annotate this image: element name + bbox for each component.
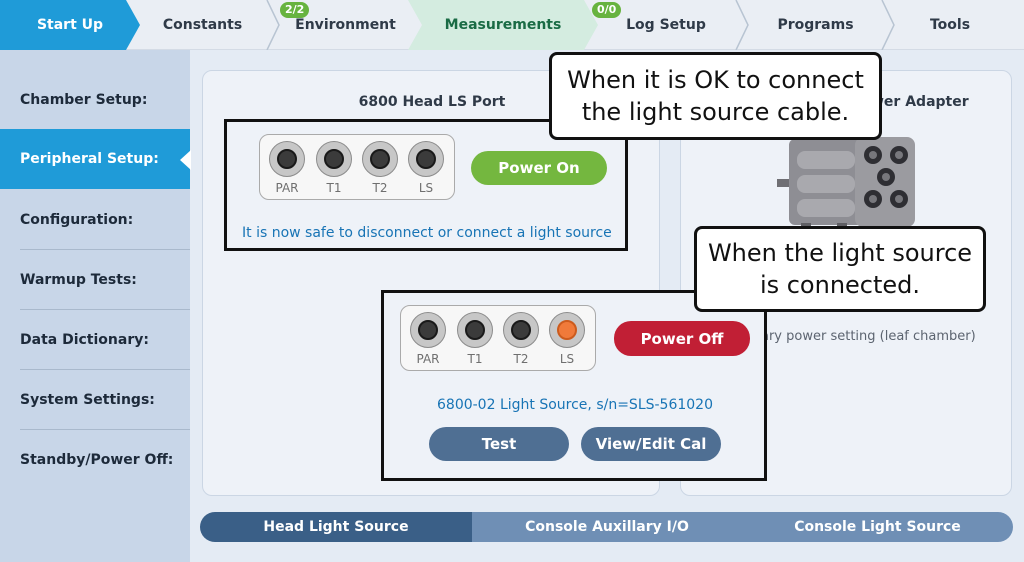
power-adapter-image: [777, 133, 917, 237]
panel-title: 6800 Head LS Port: [358, 94, 506, 110]
par-port-icon: [269, 141, 305, 177]
tab-label: Environment: [295, 17, 396, 33]
tab-head-light-source[interactable]: Head Light Source: [200, 512, 472, 542]
tab-label: Programs: [777, 17, 854, 33]
view-edit-cal-button[interactable]: View/Edit Cal: [581, 427, 721, 461]
tab-environment[interactable]: Environment: [278, 0, 413, 50]
port-label: T2: [372, 181, 388, 195]
log-setup-count-badge: 0/0: [592, 2, 622, 18]
t2-port-icon: [503, 312, 539, 348]
tab-start-up[interactable]: Start Up: [0, 0, 140, 50]
port-label: T1: [467, 352, 483, 366]
light-source-device-link[interactable]: 6800-02 Light Source, s/n=SLS-561020: [437, 397, 714, 413]
port-label: PAR: [416, 352, 440, 366]
sidebar-item-label: Configuration:: [20, 212, 134, 228]
tab-label: Constants: [162, 17, 243, 33]
power-off-group: PAR T1 T2 LS Power Off 6800-02 Light Sou…: [381, 290, 767, 481]
tab-label: Measurements: [444, 17, 562, 33]
port-label: LS: [418, 181, 434, 195]
chevron-divider-icon: [880, 0, 896, 50]
sidebar-item-chamber-setup[interactable]: Chamber Setup:: [0, 70, 190, 130]
tab-console-light-source[interactable]: Console Light Source: [742, 512, 1013, 542]
sidebar-item-label: Chamber Setup:: [20, 92, 148, 108]
panel-title: wer Adapter: [871, 94, 969, 110]
callout-ok-to-connect: When it is OK to connect the light sourc…: [549, 52, 882, 140]
tab-label: Start Up: [36, 17, 104, 33]
callout-light-source-connected: When the light source is connected.: [694, 226, 986, 312]
tab-programs[interactable]: Programs: [748, 0, 883, 50]
test-button[interactable]: Test: [429, 427, 569, 461]
workflow-bar: Start Up Constants Environment 2/2 Measu…: [0, 0, 1024, 50]
safe-to-connect-message: It is now safe to disconnect or connect …: [242, 225, 612, 241]
tab-log-setup[interactable]: Log Setup: [596, 0, 736, 50]
port-label: PAR: [275, 181, 299, 195]
selection-pointer-icon: [180, 150, 191, 170]
tab-constants[interactable]: Constants: [135, 0, 270, 50]
t1-port-icon: [316, 141, 352, 177]
sidebar-item-system-settings[interactable]: System Settings:: [0, 370, 190, 430]
par-port-icon: [410, 312, 446, 348]
port-label: T1: [326, 181, 342, 195]
ls-port-connected-icon: [549, 312, 585, 348]
power-setting-note: ary power setting (leaf chamber): [761, 329, 976, 344]
ls-port-icon: [408, 141, 444, 177]
tab-label: Log Setup: [626, 17, 706, 33]
t2-port-icon: [362, 141, 398, 177]
ls-port-connector: PAR T1 T2 LS: [259, 134, 455, 200]
sidebar-item-peripheral-setup[interactable]: Peripheral Setup:: [0, 129, 190, 189]
sidebar-item-standby-power-off[interactable]: Standby/Power Off:: [0, 430, 190, 490]
tab-tools[interactable]: Tools: [895, 0, 1005, 50]
ls-port-connector: PAR T1 T2 LS: [400, 305, 596, 371]
environment-count-badge: 2/2: [280, 2, 310, 18]
sidebar-item-label: System Settings:: [20, 392, 155, 408]
chevron-divider-icon: [734, 0, 750, 50]
tab-console-auxillary-io[interactable]: Console Auxillary I/O: [472, 512, 742, 542]
tab-measurements[interactable]: Measurements: [408, 0, 598, 50]
sidebar-item-data-dictionary[interactable]: Data Dictionary:: [0, 310, 190, 370]
sidebar-item-label: Data Dictionary:: [20, 332, 149, 348]
sidebar-item-configuration[interactable]: Configuration:: [0, 190, 190, 250]
chevron-divider-icon: [265, 0, 281, 50]
port-label: LS: [559, 352, 575, 366]
tab-label: Tools: [929, 17, 971, 33]
sidebar-item-label: Warmup Tests:: [20, 272, 137, 288]
power-on-group: PAR T1 T2 LS Power On It is now safe to …: [224, 119, 628, 251]
power-on-button[interactable]: Power On: [471, 151, 607, 185]
sidebar-item-label: Peripheral Setup:: [20, 151, 159, 167]
port-label: T2: [513, 352, 529, 366]
sidebar-item-label: Standby/Power Off:: [20, 452, 174, 468]
sidebar: Chamber Setup: Peripheral Setup: Configu…: [0, 50, 191, 562]
power-off-button[interactable]: Power Off: [614, 321, 750, 356]
t1-port-icon: [457, 312, 493, 348]
sidebar-item-warmup-tests[interactable]: Warmup Tests:: [0, 250, 190, 310]
